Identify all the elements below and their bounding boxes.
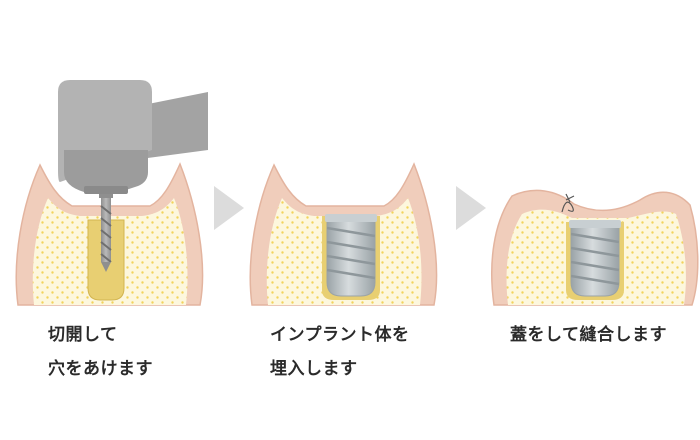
chevron-right-icon bbox=[214, 186, 244, 230]
step-caption-drilling: 切開して 穴をあけます bbox=[48, 318, 153, 386]
step-caption-suture: 蓋をして縫合します bbox=[510, 318, 667, 352]
caption-line: 切開して bbox=[48, 325, 118, 345]
panel-drilling bbox=[15, 80, 208, 306]
panel-sutured bbox=[491, 189, 699, 306]
caption-line: 埋入します bbox=[270, 359, 358, 379]
caption-line: インプラント体を bbox=[270, 325, 410, 345]
chevron-right-icon bbox=[456, 186, 486, 230]
step-caption-implant: インプラント体を 埋入します bbox=[270, 318, 410, 386]
suture-icon bbox=[561, 193, 575, 213]
drill-handpiece-icon bbox=[58, 80, 208, 194]
implant-screw-icon bbox=[325, 214, 377, 297]
panel-implant-placed bbox=[249, 162, 438, 306]
drill-bit-icon bbox=[99, 186, 113, 272]
implant-screw-icon bbox=[569, 220, 621, 297]
caption-line: 穴をあけます bbox=[48, 359, 153, 379]
caption-line: 蓋をして縫合します bbox=[510, 325, 667, 345]
